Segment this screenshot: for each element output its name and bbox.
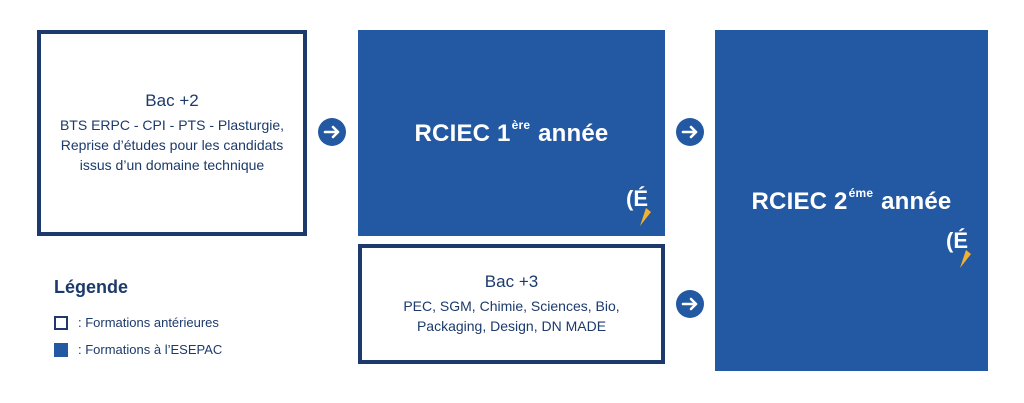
rciec1-title: RCIEC 1ère année: [415, 118, 609, 148]
legend-label-prior: : Formations antérieures: [78, 315, 219, 330]
legend-item-esepac: : Formations à l’ESEPAC: [54, 342, 222, 357]
arrow-right-circle-icon: [318, 118, 346, 146]
svg-text:(É: (É: [946, 228, 968, 253]
svg-text:(É: (É: [626, 186, 648, 211]
box-bac-plus-2: Bac +2 BTS ERPC - CPI - PTS - Plasturgie…: [37, 30, 307, 236]
bac2-title: Bac +2: [145, 91, 199, 110]
bac2-line-1: BTS ERPC - CPI - PTS - Plasturgie,: [59, 117, 285, 133]
bac3-line-1: PEC, SGM, Chimie, Sciences, Bio,: [403, 298, 620, 314]
rciec1-main: RCIEC 1: [414, 120, 511, 147]
rciec2-sup: éme: [848, 185, 874, 200]
rciec2-main: RCIEC 2: [751, 187, 848, 215]
rciec2-rest: année: [874, 187, 952, 215]
bac3-title: Bac +3: [484, 272, 539, 291]
arrow-right-circle-icon: [676, 118, 704, 146]
legend-item-prior: : Formations antérieures: [54, 315, 219, 330]
bac2-line-2: Reprise d’études pour les candidats: [60, 137, 284, 153]
legend-label-esepac: : Formations à l’ESEPAC: [78, 342, 223, 357]
esepac-logo-icon: (É: [946, 228, 971, 268]
box-rciec-1: RCIEC 1ère année: [358, 30, 665, 236]
box-bac-plus-3: Bac +3 PEC, SGM, Chimie, Sciences, Bio, …: [358, 244, 665, 364]
esepac-logo-icon: (É: [626, 186, 651, 226]
rciec1-sup: ère: [511, 118, 531, 132]
legend-swatch-outline: [54, 315, 68, 330]
rciec1-rest: année: [531, 120, 609, 147]
rciec2-title: RCIEC 2éme année: [752, 186, 952, 216]
bac3-line-2: Packaging, Design, DN MADE: [416, 318, 607, 334]
bac2-line-3: issus d’un domaine technique: [79, 157, 265, 173]
box-rciec-2: RCIEC 2éme année: [715, 30, 988, 371]
arrow-right-circle-icon: [676, 290, 704, 318]
legend-swatch-filled: [54, 342, 68, 357]
legend-title: Légende: [54, 277, 129, 297]
